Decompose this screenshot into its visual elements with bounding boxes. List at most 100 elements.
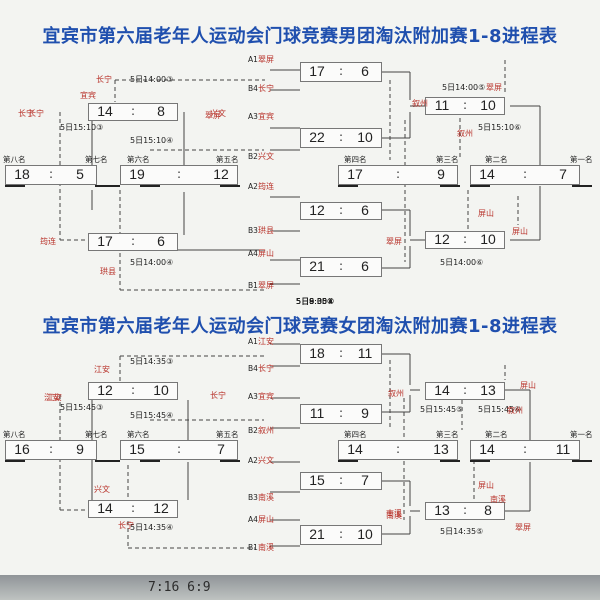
qf-match-box xyxy=(300,525,382,545)
slot-label: B1 xyxy=(248,543,258,552)
slot-team: 翠屏 xyxy=(258,55,274,64)
final-match-colon: : xyxy=(523,167,528,181)
handwritten-team: 江安 xyxy=(44,393,60,402)
slot-team: 屏山 xyxy=(258,249,274,258)
slot-label: A4 xyxy=(248,249,258,258)
slot-team: 南溪 xyxy=(258,493,274,502)
semi-top-time: 5日15:45⑤ xyxy=(420,405,464,414)
consolation-bottom-colon: : xyxy=(131,234,136,248)
third-place-match-box xyxy=(338,165,458,185)
placement-underline xyxy=(338,460,358,462)
semi-bottom-score-b: 8 xyxy=(484,502,492,518)
placement-underline xyxy=(95,460,120,462)
semi-bottom-colon: : xyxy=(463,232,468,246)
place-label: 第二名 xyxy=(485,155,508,164)
qf-match-box xyxy=(300,128,382,148)
qf-match-score-b: 6 xyxy=(361,63,369,79)
qf-match-time: 5日9:05② xyxy=(296,297,335,306)
consolation-top-colon: : xyxy=(131,104,136,118)
consolation-top-time: 5日14:00③ xyxy=(130,75,174,84)
place-label: 第五名 xyxy=(216,430,239,439)
final-match-box xyxy=(470,440,580,460)
final-match-box xyxy=(470,165,580,185)
slot-team: 江安 xyxy=(258,337,274,346)
fifth-place-match-colon: : xyxy=(177,167,182,181)
placement-underline xyxy=(440,460,460,462)
handwritten-team: 兴文 xyxy=(210,109,226,118)
qf-match-colon: : xyxy=(339,346,344,360)
final-match-time: 5日15:45⑥ xyxy=(478,405,522,414)
third-place-match-colon: : xyxy=(396,442,401,456)
qf-match-box xyxy=(300,62,382,82)
slot-label: A3 xyxy=(248,392,258,401)
slot-team: 长宁 xyxy=(258,84,274,93)
qf-match-box xyxy=(300,344,382,364)
final-match-score-a: 14 xyxy=(479,441,495,457)
placement-underline xyxy=(5,460,25,462)
slot-team: 叙州 xyxy=(258,426,274,435)
qf-match-colon: : xyxy=(339,473,344,487)
place-label: 第八名 xyxy=(3,430,26,439)
fifth-place-match-score-b: 12 xyxy=(213,166,229,182)
fifth-place-match-box xyxy=(120,165,238,185)
semi-top-score-a: 11 xyxy=(434,97,450,113)
seventh-place-match-colon: : xyxy=(49,167,54,181)
fifth-place-match-score-b: 7 xyxy=(217,441,225,457)
semi-bottom-box xyxy=(425,502,505,520)
semi-top-time: 5日14:00⑤ xyxy=(442,83,486,92)
qf-match-score-b: 10 xyxy=(357,129,373,145)
slot-label: B3 xyxy=(248,226,258,235)
final-match-score-b: 11 xyxy=(555,441,571,457)
handwritten-team: 长宁 xyxy=(18,109,34,118)
qf-match-score-a: 18 xyxy=(309,345,325,361)
semi-top-score-b: 13 xyxy=(480,382,496,398)
qf-match-box xyxy=(300,404,382,424)
place-label: 第一名 xyxy=(570,430,593,439)
qf-match-score-b: 7 xyxy=(361,472,369,488)
slot-team: 兴文 xyxy=(258,152,274,161)
qf-match-box xyxy=(300,257,382,277)
placement-underline xyxy=(572,460,592,462)
handwritten-team: 翠屏 xyxy=(486,83,502,92)
semi-top-score-b: 10 xyxy=(480,97,496,113)
placement-underline xyxy=(470,185,490,187)
handwritten-team: 江安 xyxy=(46,393,62,402)
handwritten-team: 屏山 xyxy=(520,381,536,390)
handwritten-team: 宜宾 xyxy=(80,91,96,100)
qf-match-score-b: 6 xyxy=(361,202,369,218)
final-match-time: 5日15:10⑥ xyxy=(478,123,522,132)
handwritten-team: 叙州 xyxy=(507,406,523,415)
consolation-top-box xyxy=(88,382,178,400)
placement-underline xyxy=(95,185,120,187)
slot-label: B2 xyxy=(248,152,258,161)
handwritten-team: 叙州 xyxy=(388,389,404,398)
consolation-top-score-b: 8 xyxy=(157,103,165,119)
semi-bottom-box xyxy=(425,231,505,249)
semi-bottom-score-a: 13 xyxy=(434,502,450,518)
handwritten-team: 江安 xyxy=(94,365,110,374)
place-label: 第二名 xyxy=(485,430,508,439)
semi-top-colon: : xyxy=(463,98,468,112)
qf-match-score-b: 6 xyxy=(361,258,369,274)
seventh-place-match-time: 5日15:10③ xyxy=(60,123,104,132)
semi-bottom-score-a: 12 xyxy=(434,231,450,247)
seventh-place-match-colon: : xyxy=(49,442,54,456)
place-label: 第五名 xyxy=(216,155,239,164)
slot-team: 珙县 xyxy=(258,226,274,235)
place-label: 第一名 xyxy=(570,155,593,164)
slot-team: 南溪 xyxy=(258,543,274,552)
qf-match-time: 5日9:05① xyxy=(296,297,335,306)
qf-match-score-a: 17 xyxy=(309,63,325,79)
final-match-colon: : xyxy=(523,442,528,456)
handwritten-team: 叙州 xyxy=(457,129,473,138)
slot-team: 宜宾 xyxy=(258,392,274,401)
seventh-place-match-box xyxy=(5,165,97,185)
third-place-match-score-a: 14 xyxy=(347,441,363,457)
handwritten-team: 长宁 xyxy=(28,109,44,118)
place-label: 第八名 xyxy=(3,155,26,164)
slot-team: 宜宾 xyxy=(258,112,274,121)
handwritten-team: 长宁 xyxy=(96,75,112,84)
semi-top-box xyxy=(425,97,505,115)
qf-match-score-b: 9 xyxy=(361,405,369,421)
slot-label: B2 xyxy=(248,426,258,435)
